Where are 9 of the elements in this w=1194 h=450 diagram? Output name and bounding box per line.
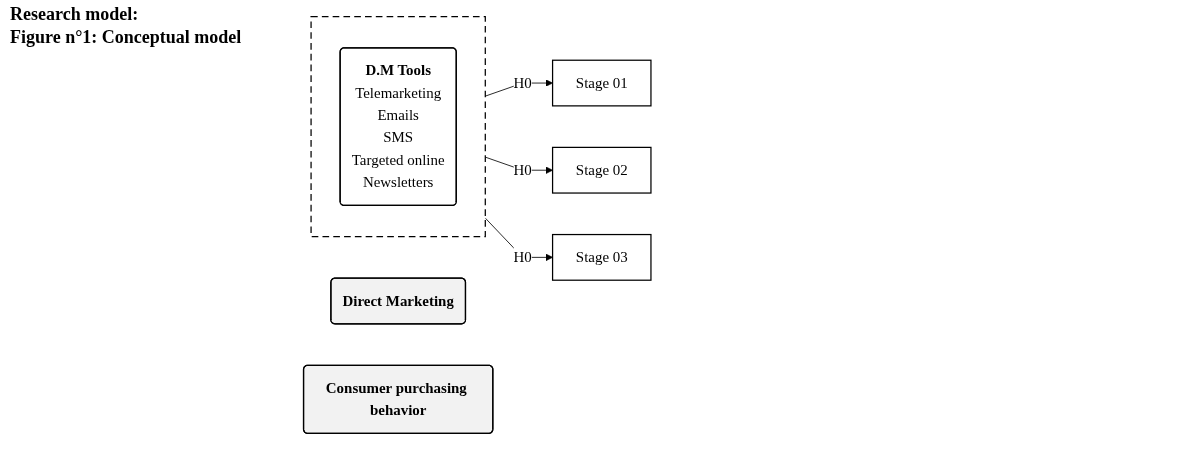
node-box: Stage 01	[551, 59, 652, 107]
node-box: Stage 03	[551, 233, 652, 281]
edge-label: H0	[513, 161, 532, 179]
figure-title: Figure n°1: Conceptual model	[10, 27, 242, 48]
edge-label: H0	[513, 74, 532, 91]
note-text: Research model:	[10, 4, 140, 25]
node-box: Stage 02	[551, 146, 652, 194]
edge-label: H0	[513, 248, 532, 266]
cluster	[310, 16, 486, 238]
